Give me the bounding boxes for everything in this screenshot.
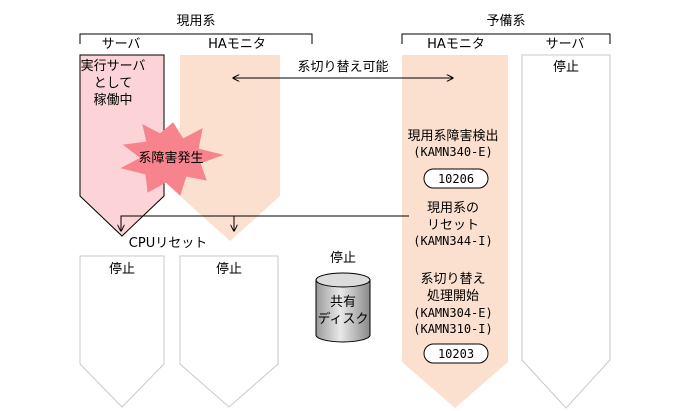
standby-system-title: 予備系	[486, 13, 525, 29]
disk-label-2: ディスク	[317, 311, 368, 327]
disk-status: 停止	[330, 250, 356, 266]
standby-server-status: 停止	[553, 59, 579, 75]
shared-disk-icon	[315, 272, 371, 343]
switch-message-2: 処理開始	[427, 289, 479, 304]
standby-monitor-header: HAモニタ	[427, 37, 485, 52]
standby-system-bracket: 予備系	[401, 13, 611, 44]
stopped-server-label: 停止	[109, 261, 135, 277]
active-monitor-arrow	[180, 55, 280, 241]
cpu-reset-label: CPUリセット	[129, 236, 207, 251]
stopped-monitor-label: 停止	[216, 261, 242, 277]
active-server-status-1: 実行サーバ	[81, 58, 146, 74]
active-monitor-header: HAモニタ	[208, 37, 266, 52]
detect-message-code: (KAMN340-E)	[413, 145, 492, 159]
stopped-server-arrow	[79, 255, 165, 408]
switchable-label: 系切り替え可能	[297, 60, 388, 75]
failure-burst-label: 系障害発生	[138, 150, 203, 166]
failure-burst-icon: 系障害発生	[120, 122, 224, 196]
standby-monitor-arrow	[402, 55, 508, 408]
reset-message-code: (KAMN344-I)	[413, 234, 492, 248]
switch-message-code-2: (KAMN310-I)	[413, 322, 492, 336]
detect-code: 10206	[438, 172, 474, 186]
active-server-status-3: 稼働中	[93, 93, 132, 108]
reset-message-2: リセット	[427, 218, 479, 233]
reset-connector	[121, 215, 409, 231]
detect-code-badge	[423, 168, 489, 189]
stopped-monitor-arrow	[179, 255, 279, 408]
active-system-title: 現用系	[176, 14, 215, 29]
switch-message-1: 系切り替え	[420, 272, 485, 287]
standby-server-arrow	[521, 54, 611, 409]
switch-message-code-1: (KAMN304-E)	[413, 306, 492, 320]
reset-message-1: 現用系の	[427, 201, 479, 216]
detect-message: 現用系障害検出	[407, 128, 498, 144]
active-system-bracket: 現用系	[79, 14, 313, 44]
active-server-header: サーバ	[102, 37, 141, 52]
disk-label-1: 共有	[330, 295, 356, 310]
active-server-status-2: として	[94, 76, 133, 91]
switch-code: 10203	[438, 347, 474, 361]
switch-code-badge	[423, 343, 489, 364]
standby-server-header: サーバ	[546, 37, 585, 52]
